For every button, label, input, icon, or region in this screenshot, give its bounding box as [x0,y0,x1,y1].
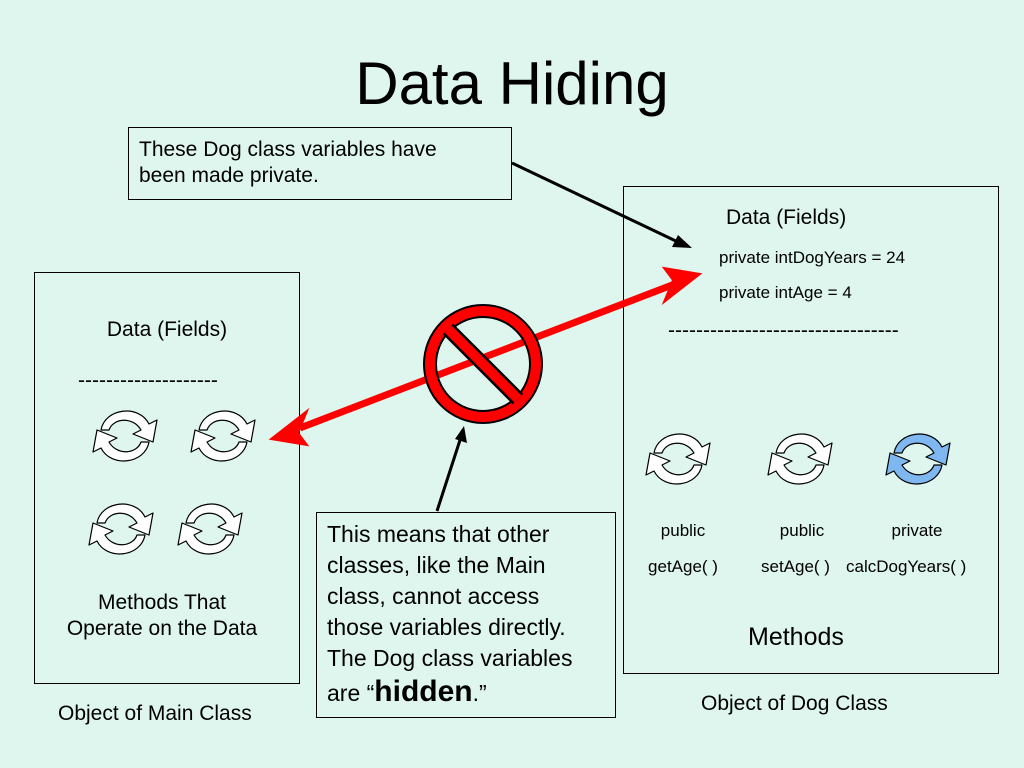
method-setage-name: setAge( ) [761,557,830,576]
callout-bottom-line3: class, cannot access [327,583,540,609]
dog-methods-label: Methods [748,623,844,651]
dog-field-dogyears: private intDogYears = 24 [719,248,906,267]
pointer-line-top [511,161,681,245]
page-title: Data Hiding [355,50,669,117]
access-arrow-head-right [661,266,703,306]
method-getage-name: getAge( ) [648,557,718,576]
callout-last-prefix: are “ [327,680,375,706]
method-calcdogyears-name: calcDogYears( ) [846,557,967,576]
callout-bottom-line6: are “hidden.” [327,676,605,709]
callout-bottom-line1: This means that other [327,521,550,547]
access-arrow-head-left [268,407,310,447]
method-cycle-icon [190,410,256,462]
callout-top-line1: These Dog class variables have [139,138,437,161]
hidden-emphasis: hidden [374,675,473,708]
main-divider: -------------------- [78,369,218,392]
callout-top-line2: been made private. [139,164,319,187]
method-calcdogyears-modifier: private [891,521,943,540]
method-setage-modifier: public [779,521,825,540]
dog-data-label: Data (Fields) [726,206,847,229]
pointer-head-bottom [455,426,467,443]
method-getage-modifier: public [660,521,706,540]
method-cycle-icon [645,433,711,485]
callout-bottom-line5: The Dog class variables [327,645,573,671]
method-cycle-icon [88,503,154,555]
method-cycle-icon [92,410,158,462]
callout-hidden-explanation: This means that other classes, like the … [316,512,616,718]
main-caption: Object of Main Class [58,702,252,725]
main-data-label: Data (Fields) [106,318,228,341]
dog-caption: Object of Dog Class [701,692,888,715]
main-object-box [34,272,300,684]
dog-field-age: private intAge = 4 [719,283,852,302]
callout-bottom-line4: those variables directly. [327,614,566,640]
method-cycle-icon [767,433,833,485]
access-arrow-line [298,278,682,432]
pointer-line-bottom [435,436,463,512]
dog-divider: --------------------------------- [668,319,899,342]
pointer-head-top [672,235,692,248]
main-methods-line1: Methods That [97,591,227,614]
callout-private-variables: These Dog class variables have been made… [128,127,512,200]
private-method-cycle-icon [885,433,951,485]
method-cycle-icon [177,503,243,555]
main-methods-line2: Operate on the Data [66,617,258,640]
main-methods-label: Methods That Operate on the Data [34,590,290,642]
callout-bottom-line2: classes, like the Main [327,552,546,578]
dog-object-box [623,186,999,674]
no-symbol-icon [423,304,543,424]
callout-last-suffix: .” [472,680,487,706]
